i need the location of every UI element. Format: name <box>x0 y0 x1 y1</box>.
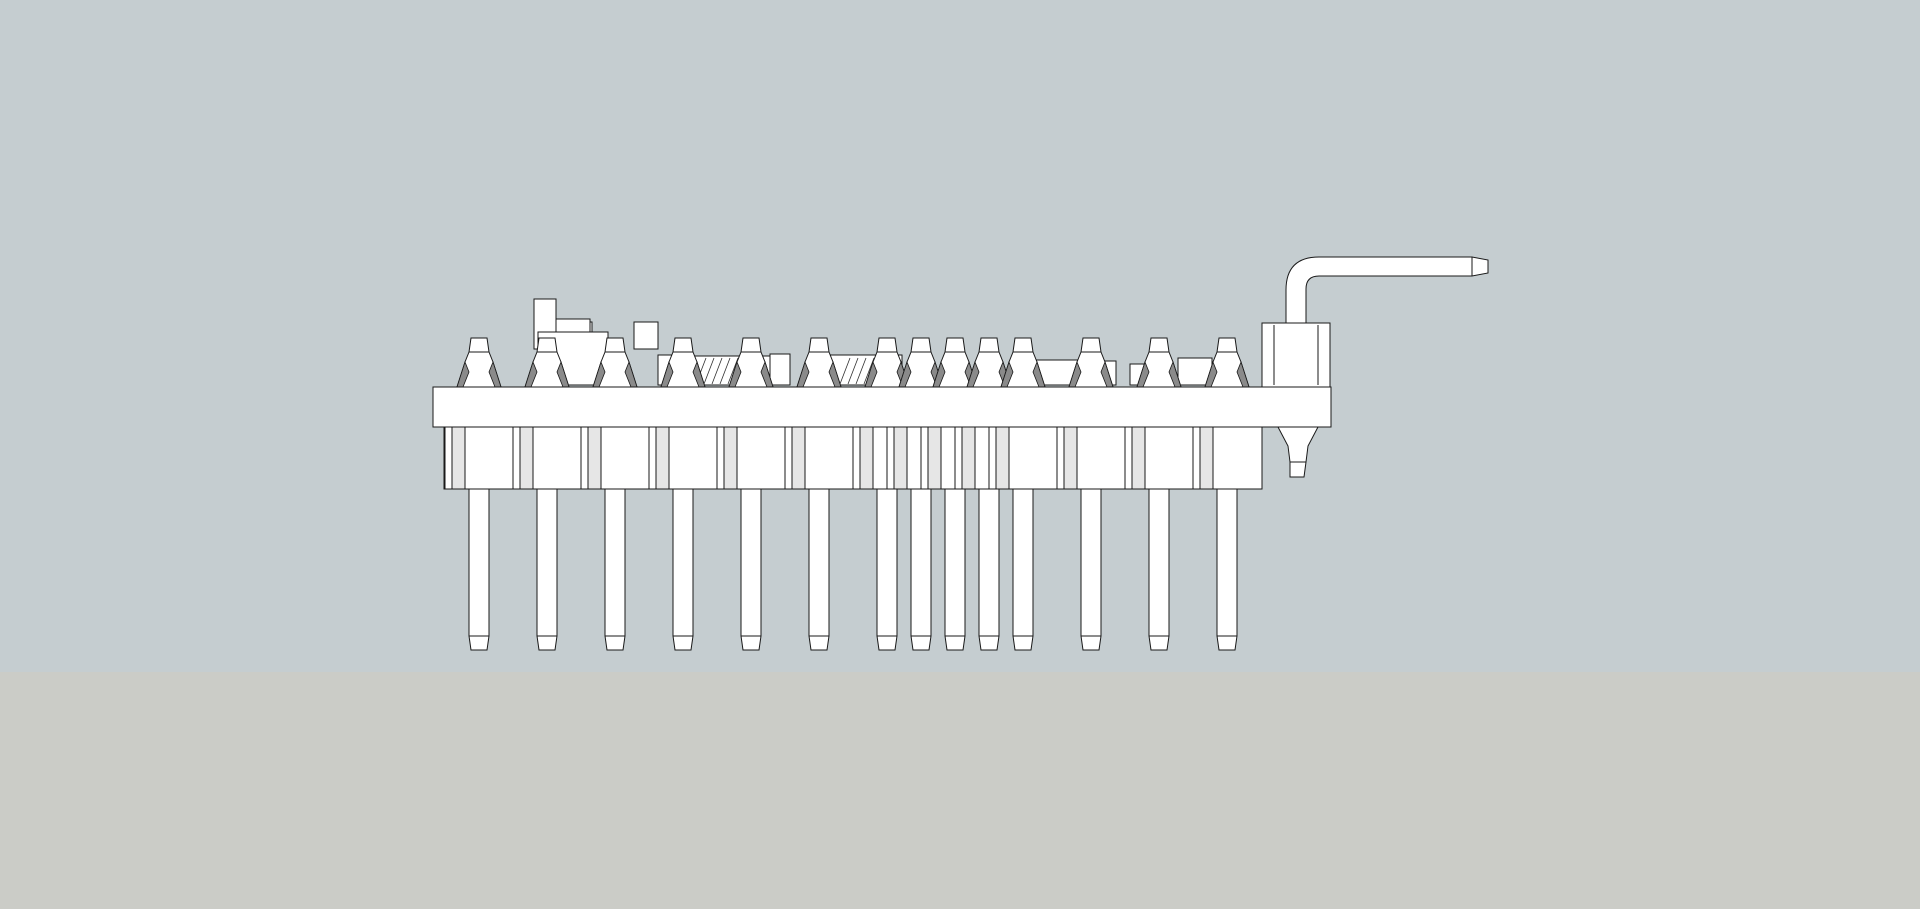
header-pin-bottom <box>536 488 558 651</box>
component-block <box>769 353 791 386</box>
pcb-board <box>432 386 1332 428</box>
header-pin-bottom <box>808 488 830 651</box>
ground-plane <box>0 672 1920 909</box>
housing-gap <box>1131 426 1146 490</box>
housing-gap <box>587 426 602 490</box>
component-block <box>633 321 659 350</box>
housing-gap <box>1199 426 1214 490</box>
top-header-pins <box>456 337 1250 388</box>
housing-gap <box>451 426 466 490</box>
housing-gap <box>961 426 976 490</box>
housing-gap <box>893 426 908 490</box>
header-pin-bottom <box>604 488 626 651</box>
housing-gap <box>859 426 874 490</box>
bottom-header-pins <box>468 488 1238 651</box>
header-pin-bottom <box>672 488 694 651</box>
component-block <box>1177 357 1213 386</box>
header-housing <box>443 426 1263 490</box>
header-pin-bottom <box>468 488 490 651</box>
header-pin-bottom <box>740 488 762 651</box>
header-pin-bottom <box>1012 488 1034 651</box>
housing-gap <box>519 426 534 490</box>
header-pin-bottom <box>1216 488 1238 651</box>
housing-gap <box>995 426 1010 490</box>
housing-gap <box>927 426 942 490</box>
housing-gap <box>791 426 806 490</box>
header-pin-bottom <box>1080 488 1102 651</box>
housing-gap <box>723 426 738 490</box>
header-pin-bottom <box>876 488 898 651</box>
header-pin-bottom <box>978 488 1000 651</box>
housing-gap <box>1063 426 1078 490</box>
component-ic-hatch <box>839 357 875 385</box>
header-pin-bottom <box>1148 488 1170 651</box>
right-angle-connector <box>1261 256 1489 478</box>
housing-gap <box>655 426 670 490</box>
header-pin-bottom <box>910 488 932 651</box>
header-pin-bottom <box>944 488 966 651</box>
